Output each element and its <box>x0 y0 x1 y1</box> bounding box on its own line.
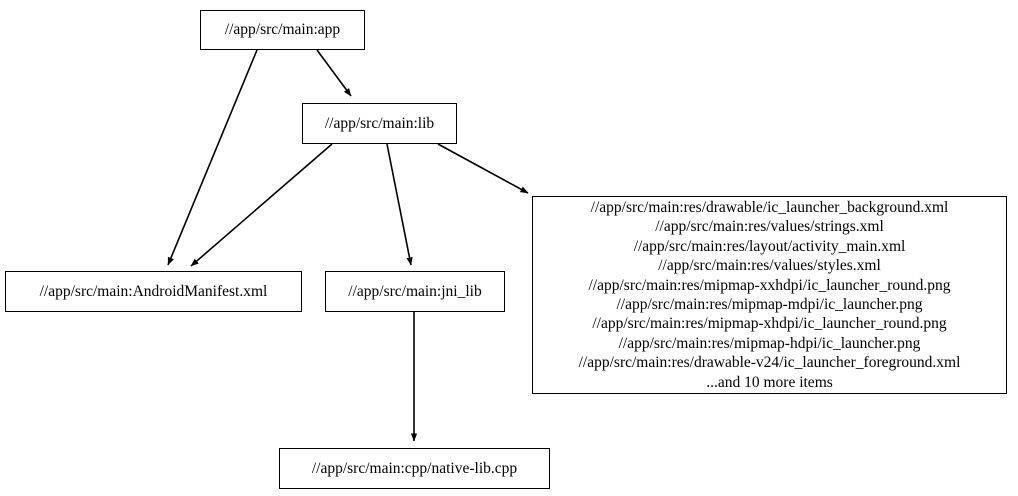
graph-node-lib[interactable]: //app/src/main:lib <box>302 103 457 144</box>
graph-node-res-group-lines: //app/src/main:res/drawable/ic_launcher_… <box>579 198 961 392</box>
edge-app-to-lib <box>316 49 352 97</box>
graph-node-jni-lib[interactable]: //app/src/main:jni_lib <box>325 271 505 312</box>
graph-node-res-line: ...and 10 more items <box>706 373 833 391</box>
graph-node-res-line: //app/src/main:res/values/styles.xml <box>658 257 881 275</box>
edge-lib-to-res <box>437 143 529 194</box>
graph-node-res-line: //app/src/main:res/values/strings.xml <box>655 218 884 236</box>
graph-node-lib-label: //app/src/main:lib <box>324 114 435 132</box>
graph-node-native-lib-cpp[interactable]: //app/src/main:cpp/native-lib.cpp <box>279 448 550 489</box>
graph-node-android-manifest[interactable]: //app/src/main:AndroidManifest.xml <box>5 271 302 312</box>
graph-node-res-line: //app/src/main:res/mipmap-hdpi/ic_launch… <box>618 334 921 352</box>
graph-node-res-line: //app/src/main:res/mipmap-xxhdpi/ic_laun… <box>588 276 951 294</box>
graph-node-android-manifest-label: //app/src/main:AndroidManifest.xml <box>39 282 268 300</box>
graph-node-res-line: //app/src/main:res/drawable/ic_launcher_… <box>590 198 949 216</box>
edge-app-to-manifest <box>167 49 258 266</box>
graph-node-app-label: //app/src/main:app <box>224 21 341 39</box>
graph-node-res-line: //app/src/main:res/layout/activity_main.… <box>633 237 906 255</box>
graph-node-native-lib-cpp-label: //app/src/main:cpp/native-lib.cpp <box>311 459 518 477</box>
edge-lib-to-jni-lib <box>386 143 413 266</box>
graph-node-res-line: //app/src/main:res/mipmap-xhdpi/ic_launc… <box>592 315 947 333</box>
graph-node-res-group[interactable]: //app/src/main:res/drawable/ic_launcher_… <box>532 196 1007 394</box>
edge-lib-to-manifest <box>190 143 333 267</box>
graph-node-jni-lib-label: //app/src/main:jni_lib <box>348 282 482 300</box>
graph-node-app[interactable]: //app/src/main:app <box>200 10 365 50</box>
graph-node-res-line: //app/src/main:res/drawable-v24/ic_launc… <box>578 354 961 372</box>
graph-node-res-line: //app/src/main:res/mipmap-mdpi/ic_launch… <box>616 296 923 313</box>
